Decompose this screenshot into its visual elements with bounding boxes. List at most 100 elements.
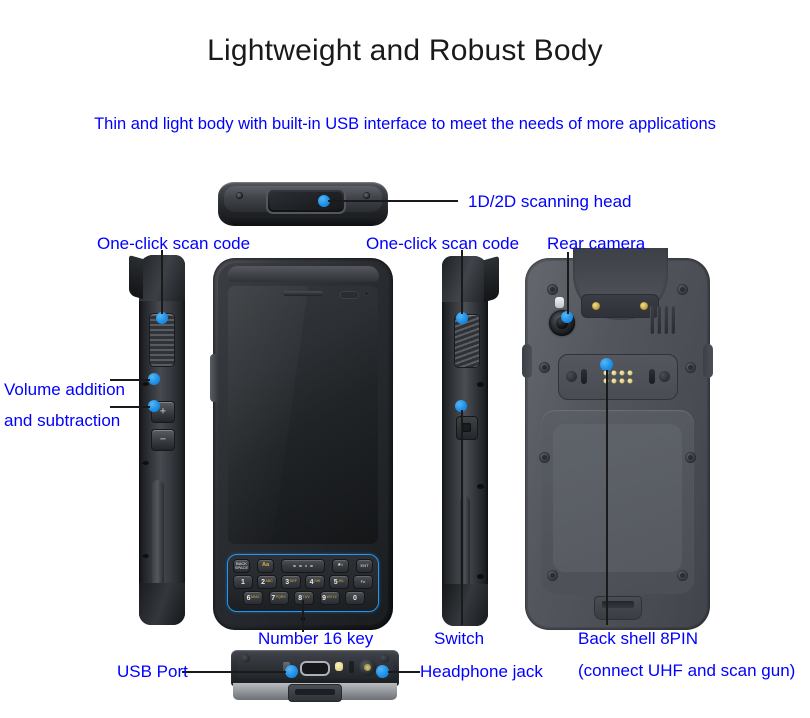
- leader-line-back-shell-8pin: [606, 370, 608, 625]
- panel-contact-icon: [566, 371, 577, 382]
- bottom-slot: [349, 661, 354, 673]
- callout-number-16-key: Number 16 key: [258, 629, 374, 648]
- microphone-icon: [477, 382, 484, 387]
- panel-contact-icon: [659, 371, 670, 382]
- screw-icon: [363, 192, 370, 199]
- side-grip-bump: [522, 344, 532, 378]
- marker-dot-back-shell-8pin: [600, 358, 613, 371]
- key-enter[interactable]: ENT: [356, 559, 373, 573]
- screw-icon: [677, 284, 688, 295]
- volume-down-button[interactable]: −: [151, 429, 175, 451]
- microphone-icon: [142, 460, 149, 465]
- key-fn-label: Fn: [360, 578, 366, 584]
- nav-dots-icon: [293, 564, 313, 568]
- left-screen-edge: [129, 254, 143, 300]
- panel-slot-icon: [581, 369, 587, 384]
- screw-icon: [685, 452, 696, 463]
- back-scanner-plate: [581, 294, 659, 318]
- led-indicator-icon: [335, 662, 343, 671]
- battery-cover: [541, 410, 694, 594]
- key-3-label: 3: [285, 578, 290, 586]
- key-star-label: *: [337, 562, 341, 570]
- key-star-sublabel: #: [341, 563, 344, 568]
- marker-dot-switch: [455, 400, 467, 412]
- marker-dot-one-click-scan-right: [456, 312, 468, 324]
- leader-line-headphone-jack: [388, 671, 420, 673]
- key-2-sublabel: ABC: [265, 579, 273, 584]
- microphone-icon: [142, 553, 149, 558]
- key-fn[interactable]: Fn: [353, 575, 373, 589]
- screw-icon: [685, 362, 696, 373]
- microphone-icon: [477, 574, 484, 579]
- left-side-strip: [152, 480, 164, 600]
- right-side-strip: [460, 496, 470, 606]
- leader-line-volume-up: [110, 379, 150, 381]
- key-backspace[interactable]: BACK SPACE: [233, 559, 250, 573]
- key-5-label: 5: [333, 578, 338, 586]
- battery-latch[interactable]: [593, 596, 642, 620]
- screw-icon: [547, 284, 558, 295]
- callout-back-shell-note: (connect UHF and scan gun): [578, 661, 796, 680]
- right-top-cap: [442, 256, 488, 302]
- key-5-sublabel: JKL: [338, 579, 345, 584]
- callout-back-shell-8pin: Back shell 8PIN: [578, 629, 698, 648]
- screw-icon: [547, 570, 558, 581]
- key-navigation-pad[interactable]: [281, 559, 325, 573]
- page-subtitle: Thin and light body with built-in USB in…: [94, 115, 716, 133]
- power-switch-button[interactable]: [456, 416, 478, 440]
- key-4-sublabel: GHI: [314, 579, 321, 584]
- device-right-side-view: [442, 255, 499, 626]
- speaker-vents-icon: [650, 306, 680, 334]
- left-bottom-cap: [139, 583, 185, 625]
- leader-line-rear-camera: [567, 252, 569, 314]
- callout-headphone-jack: Headphone jack: [420, 662, 543, 681]
- key-star[interactable]: *#: [332, 559, 349, 573]
- screw-icon: [677, 570, 688, 581]
- key-backspace-label: BACK: [236, 560, 247, 566]
- callout-one-click-scan-left: One-click scan code: [97, 234, 251, 253]
- screw-icon: [380, 654, 389, 663]
- keypad-row-1: BACK SPACE Aa *# ENT: [233, 559, 373, 573]
- marker-dot-headphone-jack: [376, 665, 389, 678]
- device-bottom-view: [231, 650, 399, 702]
- earpiece-icon: [283, 291, 323, 296]
- callout-volume-addition: Volume addition: [4, 380, 125, 399]
- marker-dot-one-click-scan-left: [156, 312, 168, 324]
- front-side-button[interactable]: [210, 354, 219, 402]
- key-0-label: 0: [353, 594, 357, 602]
- leader-line-switch: [461, 410, 463, 625]
- key-3-sublabel: DEF: [289, 579, 297, 584]
- microphone-icon: [142, 381, 149, 386]
- screw-icon: [539, 452, 550, 463]
- leader-line-usb-port: [182, 671, 286, 673]
- marker-dot-usb-port: [285, 665, 298, 678]
- right-bottom-cap: [442, 584, 488, 626]
- key-4-label: 4: [309, 578, 314, 586]
- key-1-label: 1: [241, 578, 245, 586]
- screw-icon: [236, 192, 243, 199]
- marker-dot-scanning-head: [318, 195, 330, 207]
- key-9-label: 9: [322, 594, 326, 602]
- key-0[interactable]: 0: [345, 591, 365, 605]
- marker-dot-rear-camera: [561, 311, 573, 323]
- key-enter-label: ENT: [360, 562, 369, 568]
- leader-line-scanning-head: [328, 200, 458, 202]
- bottom-connector: [288, 684, 342, 702]
- key-backspace-sublabel: SPACE: [234, 565, 249, 570]
- marker-dot-volume-down: [148, 400, 160, 412]
- key-1[interactable]: 1: [233, 575, 253, 589]
- callout-scanning-head: 1D/2D scanning head: [468, 192, 632, 211]
- panel-slot-icon: [649, 369, 655, 384]
- key-aa[interactable]: Aa: [257, 559, 274, 573]
- key-2-label: 2: [261, 578, 265, 586]
